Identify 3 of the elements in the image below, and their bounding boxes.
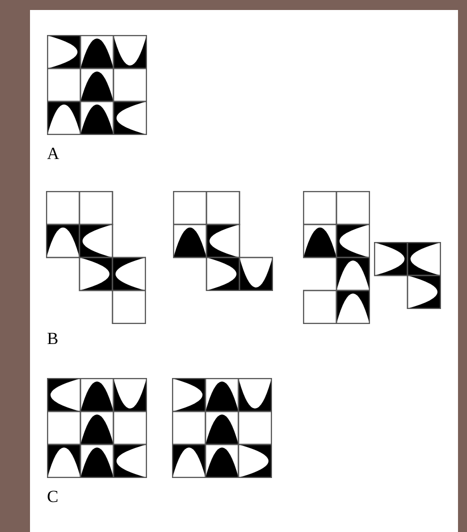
figure-label: B <box>47 330 58 347</box>
figure-label: C <box>47 488 58 505</box>
figure-label: A <box>47 145 60 162</box>
